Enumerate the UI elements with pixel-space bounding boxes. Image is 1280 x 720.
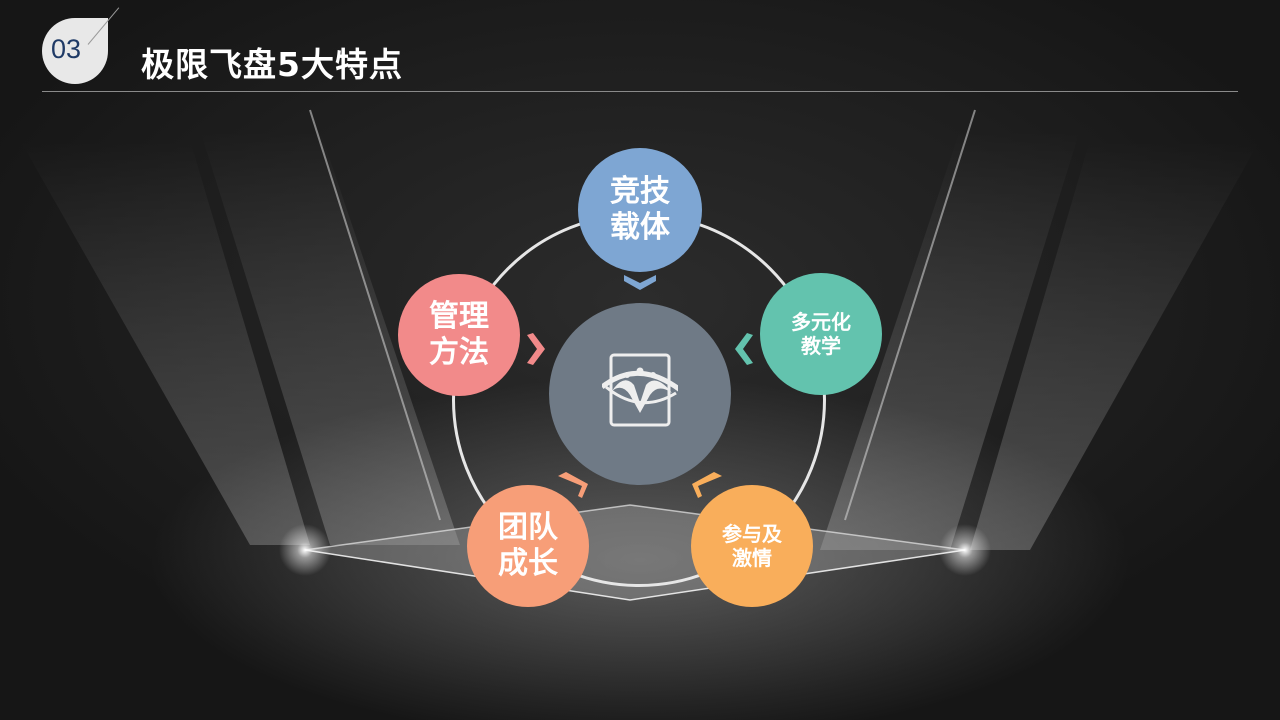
chevron-up-right-icon bbox=[558, 472, 588, 498]
feature-node-diverse-teaching: 多元化 教学 bbox=[760, 273, 882, 395]
section-number-badge: 03 bbox=[42, 18, 108, 84]
chevron-right-icon bbox=[527, 333, 545, 365]
chevron-up-left-icon bbox=[692, 472, 722, 498]
feature-node-participation: 参与及 激情 bbox=[691, 485, 813, 607]
slide-title: 极限飞盘5大特点 bbox=[141, 45, 403, 84]
eye-logo-icon bbox=[602, 353, 678, 427]
center-hub bbox=[549, 303, 731, 485]
chevron-left-icon bbox=[735, 333, 753, 365]
section-number: 03 bbox=[51, 34, 82, 64]
feature-node-competition: 竞技 载体 bbox=[578, 148, 702, 272]
feature-node-team-growth: 团队 成长 bbox=[467, 485, 589, 607]
chevron-down-icon bbox=[624, 275, 656, 290]
header-rule bbox=[42, 91, 1238, 92]
feature-node-management: 管理 方法 bbox=[398, 274, 520, 396]
